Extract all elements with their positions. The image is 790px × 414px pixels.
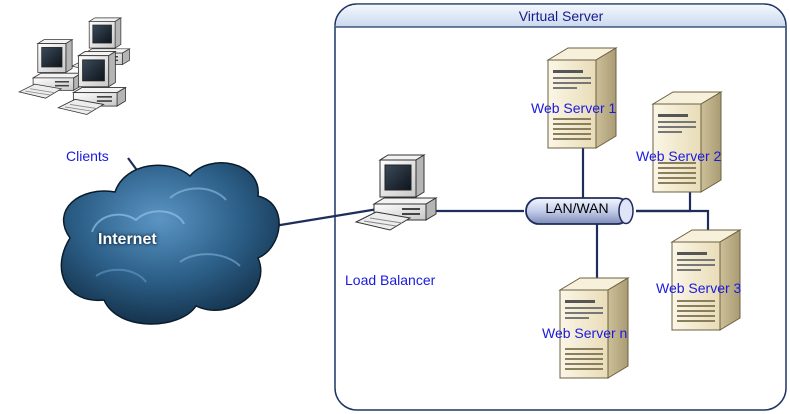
lanwan-label: LAN/WAN [545, 200, 609, 216]
virtual-server-header [335, 4, 786, 27]
link-internet-loadbalancer [261, 207, 379, 230]
web-server-2-icon [652, 91, 722, 193]
web-server-2-label: Web Server 2 [636, 148, 722, 164]
web-server-3-label: Web Server 3 [656, 280, 742, 296]
virtual-server-title: Virtual Server [518, 8, 604, 24]
web-server-1-label: Web Server 1 [531, 100, 617, 116]
internet-cloud [60, 162, 280, 325]
clients-group [18, 17, 130, 115]
clients-label: Clients [66, 148, 109, 164]
web-server-n-label: Web Server n [542, 325, 628, 341]
internet-label: Internet [98, 231, 157, 248]
load-balancer-label: Load Balancer [345, 272, 436, 288]
web-server-1-icon [547, 47, 617, 149]
lanwan-bus [525, 197, 634, 225]
